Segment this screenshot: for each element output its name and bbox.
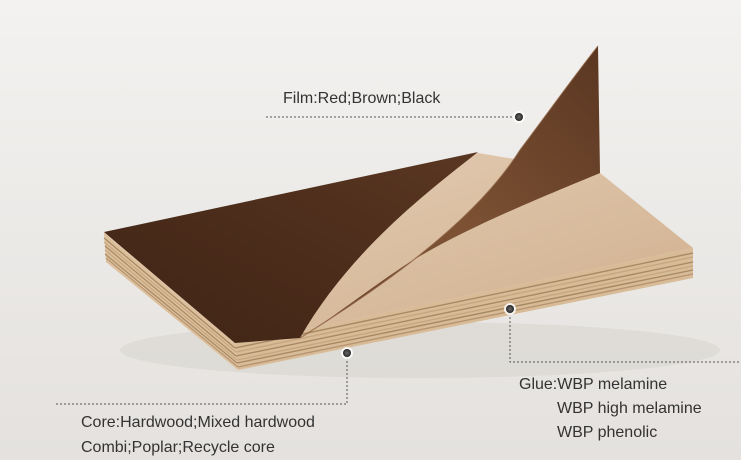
glue-label-line-3: WBP phenolic	[557, 424, 658, 441]
film-curl-edge	[299, 45, 599, 339]
film-sheet	[104, 152, 478, 343]
core-leader-line	[55, 353, 348, 405]
glue-label-line-1: Glue:WBP melamine	[519, 376, 668, 393]
glue-marker-dot-core	[506, 305, 514, 313]
leader-lines	[55, 116, 741, 405]
film-label: Film:Red;Brown;Black	[283, 90, 441, 107]
veneer-layers-right	[234, 252, 694, 368]
glue-label-line-2: WBP high melamine	[557, 400, 702, 417]
glue-leader-line	[509, 309, 741, 363]
veneer-layers-left	[103, 237, 239, 368]
core-marker-dot-core	[343, 349, 351, 357]
film-curl	[300, 46, 600, 338]
film-marker-dot-core	[515, 113, 523, 121]
core-label-line-1: Core:Hardwood;Mixed hardwood	[81, 414, 315, 431]
core-label-line-2: Combi;Poplar;Recycle core	[81, 439, 275, 456]
